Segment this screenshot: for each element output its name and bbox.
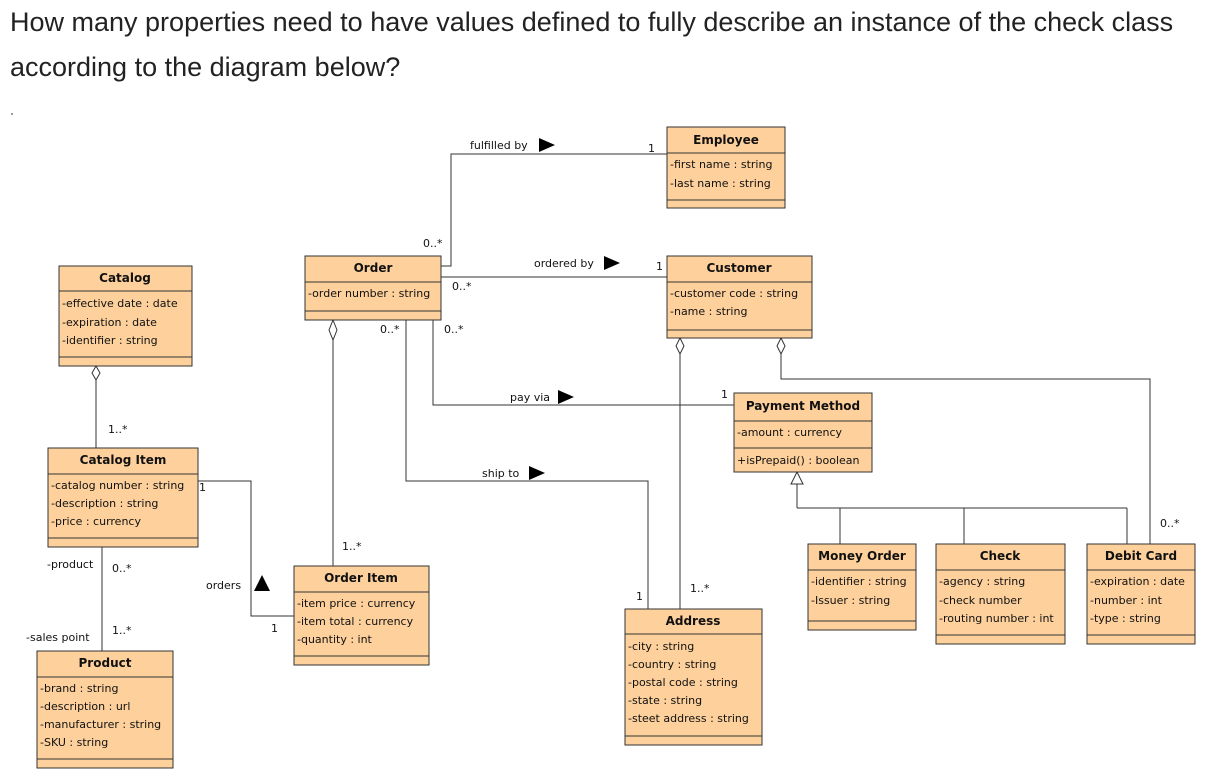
class-customer: Customer -customer code : string -name :… bbox=[666, 255, 813, 339]
class-attribute: -brand : string bbox=[40, 682, 118, 695]
question-text: How many properties need to have values … bbox=[10, 7, 1174, 82]
direction-arrow-orders bbox=[254, 575, 270, 591]
class-name: Payment Method bbox=[746, 399, 860, 413]
mult-catalogitem-orders: 1 bbox=[199, 481, 206, 494]
class-attribute: -routing number : int bbox=[939, 612, 1054, 625]
role-sales-point: -sales point bbox=[26, 631, 90, 644]
mult-pay-payment-method: 1 bbox=[721, 388, 728, 401]
class-attribute: -state : string bbox=[628, 694, 702, 707]
class-attribute: -identifier : string bbox=[62, 334, 158, 347]
class-attribute: -country : string bbox=[628, 658, 716, 671]
class-product: Product -brand : string -description : u… bbox=[36, 650, 174, 769]
class-name: Employee bbox=[693, 133, 759, 147]
role-product: -product bbox=[47, 558, 94, 571]
mult-orderitem-orders: 1 bbox=[271, 622, 278, 635]
class-name: Order bbox=[354, 261, 393, 275]
class-attribute: -description : url bbox=[40, 700, 130, 713]
class-attribute: -quantity : int bbox=[297, 633, 373, 646]
mult-fulfilled-employee: 1 bbox=[648, 142, 655, 155]
class-name: Money Order bbox=[818, 549, 906, 563]
aggregation-diamond-catalog bbox=[91, 364, 101, 382]
assoc-customer-debitcard bbox=[780, 354, 1151, 544]
class-attribute: -city : string bbox=[628, 640, 694, 653]
class-debit-card: Debit Card -expiration : date -number : … bbox=[1086, 543, 1196, 645]
mult-ordered-order: 0..* bbox=[452, 280, 472, 293]
assoc-pay-via bbox=[432, 320, 734, 406]
mult-address-customer: 1..* bbox=[690, 582, 710, 595]
class-attribute: -order number : string bbox=[308, 287, 430, 300]
assoc-orders bbox=[198, 480, 294, 617]
class-payment-method: Payment Method -amount : currency +isPre… bbox=[733, 392, 873, 473]
generalization-triangle bbox=[790, 470, 804, 485]
class-attribute: -item total : currency bbox=[297, 615, 414, 628]
direction-arrow-pay-via bbox=[558, 390, 574, 404]
aggregation-diamond-order bbox=[328, 318, 338, 342]
class-attribute: -price : currency bbox=[51, 515, 141, 528]
class-order-item: Order Item -item price : currency -item … bbox=[293, 565, 430, 666]
label-fulfilled-by: fulfilled by bbox=[470, 139, 528, 152]
stray-dot bbox=[11, 113, 13, 115]
class-order: Order -order number : string bbox=[304, 255, 442, 321]
mult-catalog-catalogitem: 1..* bbox=[108, 423, 128, 436]
mult-orderitem-order: 1..* bbox=[342, 540, 362, 553]
mult-order-pay: 0..* bbox=[444, 323, 464, 336]
aggregation-diamond-customer-debit bbox=[776, 336, 786, 356]
class-attribute: -steet address : string bbox=[628, 712, 749, 725]
class-attribute: -name : string bbox=[670, 305, 747, 318]
class-attribute: -last name : string bbox=[670, 177, 771, 190]
class-attribute: -amount : currency bbox=[737, 426, 843, 439]
mult-order-orderitem: 0..* bbox=[380, 323, 400, 336]
class-catalog: Catalog -effective date : date -expirati… bbox=[58, 265, 193, 367]
class-attribute: -postal code : string bbox=[628, 676, 738, 689]
class-name: Order Item bbox=[324, 571, 398, 585]
class-name: Catalog bbox=[99, 271, 151, 285]
class-operation: +isPrepaid() : boolean bbox=[737, 454, 860, 467]
label-orders: orders bbox=[206, 579, 241, 592]
class-employee: Employee -first name : string -last name… bbox=[666, 126, 786, 209]
class-attribute: -expiration : date bbox=[62, 316, 157, 329]
class-name: Customer bbox=[706, 261, 771, 275]
aggregation-diamond-customer-address bbox=[675, 336, 685, 356]
class-name: Address bbox=[666, 614, 721, 628]
class-name: Debit Card bbox=[1105, 549, 1177, 563]
class-attribute: -Issuer : string bbox=[811, 594, 890, 607]
class-check: Check -agency : string -check number -ro… bbox=[935, 543, 1066, 645]
assoc-ship-to bbox=[405, 320, 649, 609]
class-attribute: -customer code : string bbox=[670, 287, 798, 300]
class-attribute: -agency : string bbox=[939, 575, 1025, 588]
class-name: Catalog Item bbox=[80, 453, 167, 467]
class-attribute: -identifier : string bbox=[811, 575, 907, 588]
assoc-fulfilled-by bbox=[441, 153, 667, 267]
label-ordered-by: ordered by bbox=[534, 257, 594, 270]
class-attribute: -item price : currency bbox=[297, 597, 416, 610]
mult-catalogitem-product: 0..* bbox=[112, 562, 132, 575]
mult-fulfilled-order: 0..* bbox=[423, 237, 443, 250]
class-attribute: -expiration : date bbox=[1090, 575, 1185, 588]
label-pay-via: pay via bbox=[510, 391, 550, 404]
class-attribute: -manufacturer : string bbox=[40, 718, 161, 731]
class-attribute: -description : string bbox=[51, 497, 158, 510]
class-name: Product bbox=[79, 656, 132, 670]
class-catalog-item: Catalog Item -catalog number : string -d… bbox=[47, 447, 199, 548]
class-address: Address -city : string -country : string… bbox=[624, 608, 763, 746]
direction-arrow-ordered-by bbox=[604, 256, 620, 270]
label-ship-to: ship to bbox=[482, 467, 520, 480]
mult-address-ship: 1 bbox=[636, 590, 643, 603]
class-attribute: -SKU : string bbox=[40, 736, 108, 749]
class-attribute: -number : int bbox=[1090, 594, 1163, 607]
direction-arrow-ship-to bbox=[529, 466, 545, 480]
class-money-order: Money Order -identifier : string -Issuer… bbox=[807, 543, 917, 631]
class-attribute: -catalog number : string bbox=[51, 479, 184, 492]
class-attribute: -first name : string bbox=[670, 158, 772, 171]
class-attribute: -check number bbox=[939, 594, 1022, 607]
class-attribute: -effective date : date bbox=[62, 297, 178, 310]
mult-ordered-customer: 1 bbox=[656, 260, 663, 273]
class-name: Check bbox=[980, 549, 1022, 563]
direction-arrow-fulfilled-by bbox=[539, 138, 555, 152]
mult-debitcard-customer: 0..* bbox=[1160, 517, 1180, 530]
mult-product-catalogitem: 1..* bbox=[112, 624, 132, 637]
class-attribute: -type : string bbox=[1090, 612, 1161, 625]
